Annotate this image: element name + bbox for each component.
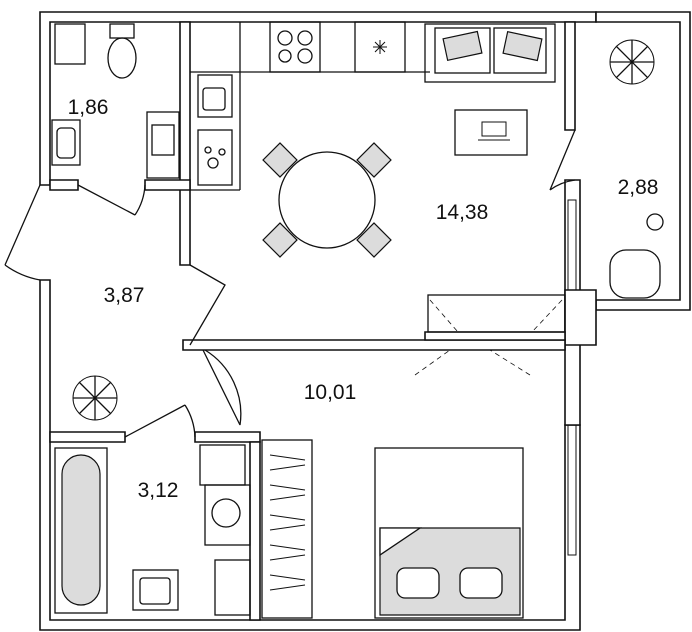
room-area-bathroom-2: 3,12 (137, 479, 179, 502)
laptop-desk-icon (454, 109, 528, 156)
toilet-icon (107, 23, 137, 79)
plant-icon (609, 39, 655, 85)
walls (39, 11, 691, 631)
room-area-kitchen-living: 14,38 (435, 201, 489, 224)
windows (567, 199, 577, 556)
tv-unit-icon (414, 294, 566, 376)
kitchen-counter (190, 21, 430, 191)
room-area-balcony: 2,88 (617, 176, 659, 199)
sofa-icon (424, 23, 556, 83)
washing-machine-icon (199, 444, 251, 616)
cabinet-icon (54, 23, 86, 65)
room-area-bathroom: 1,86 (67, 96, 109, 119)
armchair-icon (609, 249, 661, 299)
round-table-icon (646, 213, 664, 231)
room-area-bedroom: 10,01 (303, 381, 357, 404)
room-area-hallway: 3,87 (103, 284, 145, 307)
sink-icon (51, 119, 81, 166)
wardrobe-icon (261, 439, 313, 619)
washing-machine-icon (146, 111, 180, 179)
doors (4, 129, 576, 438)
bathtub-icon (54, 447, 108, 614)
sink-icon (132, 569, 179, 611)
plant-icon (72, 375, 118, 421)
bed-icon (374, 447, 524, 619)
dining-table-icon (262, 142, 392, 258)
